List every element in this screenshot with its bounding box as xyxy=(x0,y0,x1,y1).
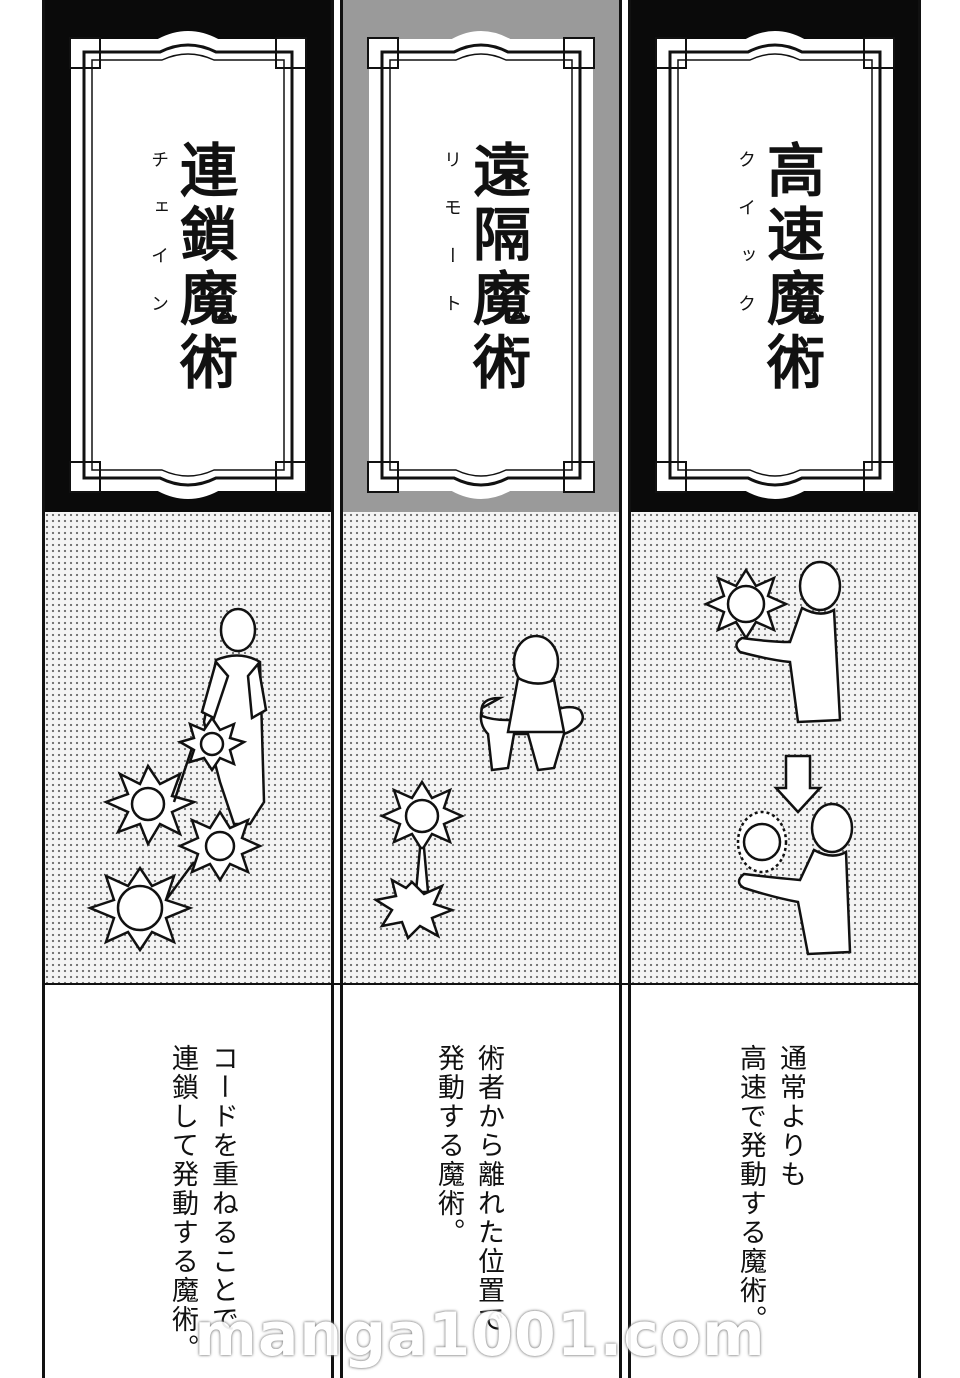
panel-illustration xyxy=(630,512,920,984)
panel-title-group: クイック 高速魔術 xyxy=(648,140,902,396)
remote-magic-illustration xyxy=(372,634,584,941)
panel-title: 高速魔術 xyxy=(757,140,825,396)
title-ruby: チェイン xyxy=(148,150,169,342)
panel-description: コードを重ねることで 連鎖して発動する魔術。 xyxy=(167,1044,238,1363)
panel-title: 連鎖魔術 xyxy=(170,140,238,396)
ornate-frame: リモート 遠隔魔術 xyxy=(360,30,602,500)
frame-border-icon xyxy=(69,31,307,499)
quick-magic-illustration xyxy=(702,560,854,956)
watermark: manga1001.com xyxy=(194,1300,766,1370)
panel-description: 術者から離れた位置で 発動する魔術。 xyxy=(433,1044,504,1334)
chain-magic-illustration xyxy=(86,607,268,953)
panel-caption: 通常よりも 高速で発動する魔術。 xyxy=(630,984,920,1378)
ornate-frame: チェイン 連鎖魔術 xyxy=(62,30,314,500)
panel-illustration xyxy=(342,512,620,984)
panel-remote: リモート 遠隔魔術 術者から離れた位置で 発動する魔術。 xyxy=(342,0,620,1378)
title-ruby: リモート xyxy=(441,150,462,342)
panel-title-group: チェイン 連鎖魔術 xyxy=(62,140,314,396)
panel-border xyxy=(340,0,343,1378)
panel-illustration xyxy=(44,512,332,984)
panel-description: 通常よりも 高速で発動する魔術。 xyxy=(735,1044,806,1334)
panel-title: 遠隔魔術 xyxy=(463,140,531,396)
ornate-frame: クイック 高速魔術 xyxy=(648,30,902,500)
panel-border-right xyxy=(918,0,921,1378)
panel-chain: チェイン 連鎖魔術 xyxy=(44,0,332,1378)
panel-border xyxy=(628,0,631,1378)
panel-caption: 術者から離れた位置で 発動する魔術。 xyxy=(342,984,620,1378)
panel-header: チェイン 連鎖魔術 xyxy=(44,0,332,512)
scene-caption-border xyxy=(42,983,921,985)
panel-quick: クイック 高速魔術 通常よりも 高速で発動する魔術。 xyxy=(630,0,920,1378)
title-ruby: クイック xyxy=(735,150,756,342)
frame-border-icon xyxy=(655,31,895,499)
panel-border xyxy=(331,0,334,1378)
panel-title-group: リモート 遠隔魔術 xyxy=(360,140,602,396)
frame-border-icon xyxy=(367,31,595,499)
panel-border-left xyxy=(42,0,45,1378)
panel-header: クイック 高速魔術 xyxy=(630,0,920,512)
panel-border xyxy=(619,0,622,1378)
panel-header: リモート 遠隔魔術 xyxy=(342,0,620,512)
panel-caption: コードを重ねることで 連鎖して発動する魔術。 xyxy=(44,984,332,1378)
